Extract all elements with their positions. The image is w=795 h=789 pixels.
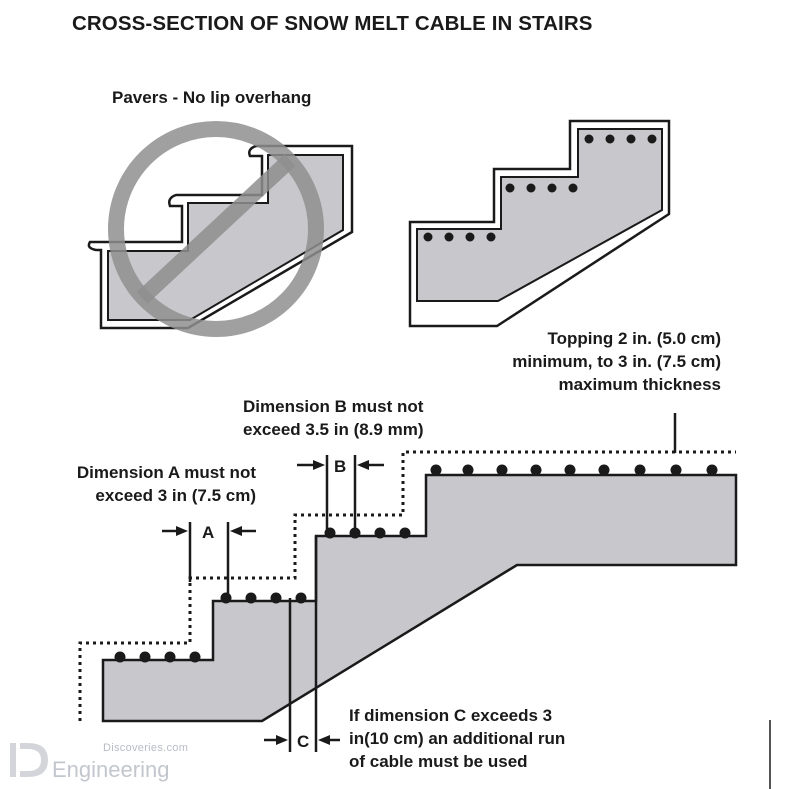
cable-dots-small <box>423 134 657 242</box>
cable-dots <box>114 464 718 663</box>
dimension-c-letter: C <box>297 732 310 751</box>
dimension-a-letter: A <box>202 523 215 542</box>
dim-c-note-line3: of cable must be used <box>349 752 528 771</box>
dim-c-note-line1: If dimension C exceeds 3 <box>349 706 553 725</box>
topping-label-line1: Topping 2 in. (5.0 cm) <box>547 329 721 348</box>
dim-c-note-line2: in(10 cm) an additional run <box>349 729 566 748</box>
topping-label-line2: minimum, to 3 in. (7.5 cm) <box>512 352 721 371</box>
pavers-stair-prohibited <box>87 121 354 337</box>
main-stair-section <box>78 413 738 752</box>
dim-a-label-line1: Dimension A must not <box>76 463 256 482</box>
diagram-title: CROSS-SECTION OF SNOW MELT CABLE IN STAI… <box>72 12 593 35</box>
dim-a-label-line2: exceed 3 in (7.5 cm) <box>95 486 256 505</box>
watermark-main: Engineering <box>52 757 170 782</box>
engineering-logo-icon <box>10 743 48 777</box>
topping-stair-correct <box>408 119 671 328</box>
watermark-top: Discoveries.com <box>103 742 189 754</box>
dim-b-label-line2: exceed 3.5 in (8.9 mm) <box>243 420 424 439</box>
dimension-b-letter: B <box>334 457 347 476</box>
dim-b-label-line1: Dimension B must not <box>243 397 424 416</box>
pavers-label: Pavers - No lip overhang <box>112 88 312 107</box>
topping-label-line3: maximum thickness <box>558 375 721 394</box>
